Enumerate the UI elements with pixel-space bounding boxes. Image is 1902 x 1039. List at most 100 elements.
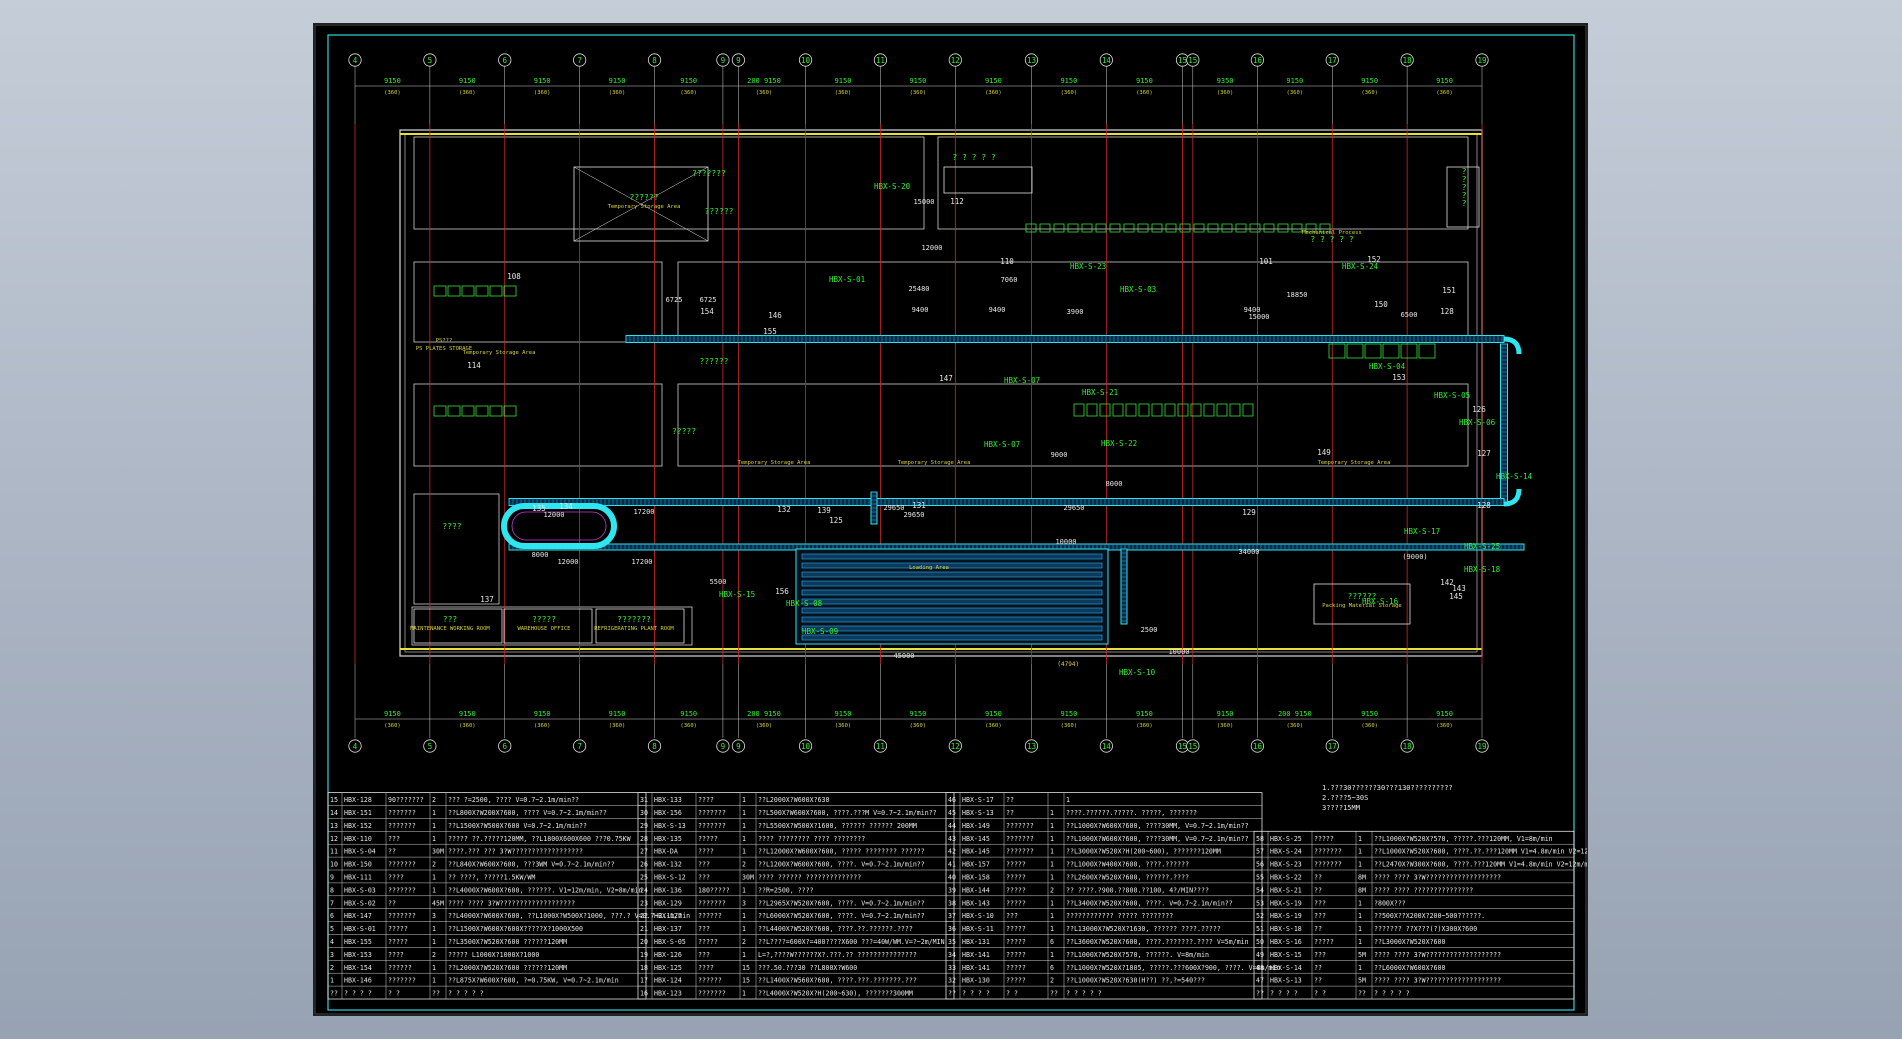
table-cell: 1 xyxy=(1050,835,1054,843)
table-cell: ??R=2500, ???? xyxy=(758,886,814,894)
table-cell: ?? xyxy=(1314,925,1322,933)
table-cell: ????? xyxy=(1006,899,1026,907)
table-cell: 57 xyxy=(1256,848,1264,856)
grid-label-bottom: 19 xyxy=(1477,742,1486,751)
item-mark: 126 xyxy=(1472,405,1486,414)
item-mark: 153 xyxy=(1392,373,1406,382)
table-cell: HBX-125 xyxy=(654,964,682,972)
grid-label-top: 7 xyxy=(577,56,582,65)
table-cell: ??????? xyxy=(1006,822,1034,830)
table-cell: ??L2000X?W600X?630 xyxy=(758,796,829,804)
dim-top-sub: (360) xyxy=(680,90,697,96)
tag-label: HBX-S-04 xyxy=(1369,362,1406,371)
dim-bottom: 9150 xyxy=(1217,710,1234,718)
table-cell: ?800X??? xyxy=(1374,899,1406,907)
table-cell: HBX-S-23 xyxy=(1270,861,1302,869)
table-cell: 44 xyxy=(948,822,956,830)
mechanical-process-line-unit xyxy=(1123,223,1135,233)
grid-label-bottom: 15 xyxy=(1188,742,1197,751)
grid-bubble xyxy=(498,53,512,67)
table-cell: ??L1200X?W600X?600, ????. V=0.7~2.1m/min… xyxy=(758,861,925,869)
table-cell: ??????? xyxy=(388,822,416,830)
table-cell: ?? xyxy=(1358,990,1366,998)
table-cell: 1 xyxy=(432,925,436,933)
table-cell: ? ? xyxy=(1006,990,1018,998)
dimension-text: 18850 xyxy=(1286,291,1307,299)
table-cell: 11 xyxy=(330,848,338,856)
table-cell: 1 xyxy=(742,925,746,933)
grid-bubble xyxy=(1325,53,1339,67)
table-cell: ?????? xyxy=(698,977,722,985)
table-cell: HBX-154 xyxy=(344,964,372,972)
table-cell: HBX-128 xyxy=(344,796,372,804)
dim-top: 9150 xyxy=(1136,77,1153,85)
table-cell: HBX-S-15 xyxy=(1270,951,1302,959)
dim-top-sub: (360) xyxy=(384,90,401,96)
upper-conveyor xyxy=(625,335,1505,343)
table-cell: ?????? xyxy=(698,912,722,920)
item-mark: 139 xyxy=(817,506,831,515)
table-cell: ??L1400X?W560X?600, ????.???.???????.??? xyxy=(758,977,917,985)
mechanical-process-line-unit xyxy=(1067,223,1079,233)
table-cell: ??L3600X?W520X?600, ????.???????.???? V=… xyxy=(1066,938,1249,946)
middle-machines-unit xyxy=(1125,403,1137,417)
table-cell: 1 xyxy=(742,912,746,920)
mechanical-process-line xyxy=(1025,223,1331,233)
dim-bottom: 9150 xyxy=(459,710,476,718)
table-cell: ?? xyxy=(1006,809,1014,817)
table-cell: ??????? xyxy=(698,809,726,817)
item-mark: 134 xyxy=(559,502,573,511)
item-mark: 129 xyxy=(1242,508,1256,517)
dimension-text: 29650 xyxy=(1063,504,1084,512)
table-cell: 3 xyxy=(742,899,746,907)
table-cell: HBX-123 xyxy=(654,990,682,998)
item-mark: 152 xyxy=(1367,255,1381,264)
table-cell: 42 xyxy=(948,848,956,856)
dimension-text: 2500 xyxy=(1141,626,1158,634)
table-cell: 2 xyxy=(1050,977,1054,985)
loading-lane xyxy=(801,589,1103,596)
dim-top-sub: (360) xyxy=(459,90,476,96)
right-transfer xyxy=(1120,548,1128,625)
table-cell: ??500X??X200X?200~500??????. xyxy=(1374,912,1485,920)
table-cell: 1 xyxy=(742,835,746,843)
grid-bubble xyxy=(423,53,437,67)
table-cell: HBX-S-11 xyxy=(962,925,994,933)
table-cell: HBX-156 xyxy=(654,809,682,817)
left-racks-unit xyxy=(503,405,517,417)
table-cell: 1 xyxy=(742,990,746,998)
table-cell: ???? ???????? ???? ???????? xyxy=(758,835,865,843)
table-cell: HBX-155 xyxy=(344,938,372,946)
table-cell: 1 xyxy=(432,835,436,843)
mechanical-process-line-unit xyxy=(1319,223,1331,233)
tag-label: HBX-S-22 xyxy=(1101,439,1137,448)
table-cell: HBX-S-14 xyxy=(1270,964,1302,972)
zone-label-z2: ??????? xyxy=(692,169,726,178)
loading-area-lanes xyxy=(795,548,1109,645)
table-cell: ??L3500X?W520X?600 ??????120MM xyxy=(448,938,567,946)
loading-lane xyxy=(801,562,1103,569)
item-mark: 143 xyxy=(1452,584,1466,593)
table-cell: ?? xyxy=(330,990,338,998)
table-cell: 1 xyxy=(1358,835,1362,843)
table-cell: HBX-130 xyxy=(962,977,990,985)
dim-bottom-sub: (360) xyxy=(1061,723,1078,729)
table-cell: ??L1000X?W520X?570, ?????.???120MM, V1=8… xyxy=(1374,835,1553,843)
table-cell: HBX-127 xyxy=(654,912,682,920)
table-cell: HBX-157 xyxy=(962,861,990,869)
tag-label: HBX-S-03 xyxy=(1120,285,1156,294)
table-cell: 46 xyxy=(948,796,956,804)
table-cell: 1 xyxy=(432,938,436,946)
dim-top: 9150 xyxy=(459,77,476,85)
zone-label-z1: ?????? xyxy=(630,193,659,202)
dimension-text: 9400 xyxy=(1244,306,1261,314)
table-cell: ??L840X?W600X?600, ???3WM V=0.7~2.1m/min… xyxy=(448,861,615,869)
table-cell: HBX-132 xyxy=(654,861,682,869)
table-cell: ??????? xyxy=(1314,861,1342,869)
ps-plates-racks-unit xyxy=(447,285,461,297)
zone-label-z6: ? xyxy=(1462,167,1467,176)
grid-label-top: 14 xyxy=(1102,56,1112,65)
